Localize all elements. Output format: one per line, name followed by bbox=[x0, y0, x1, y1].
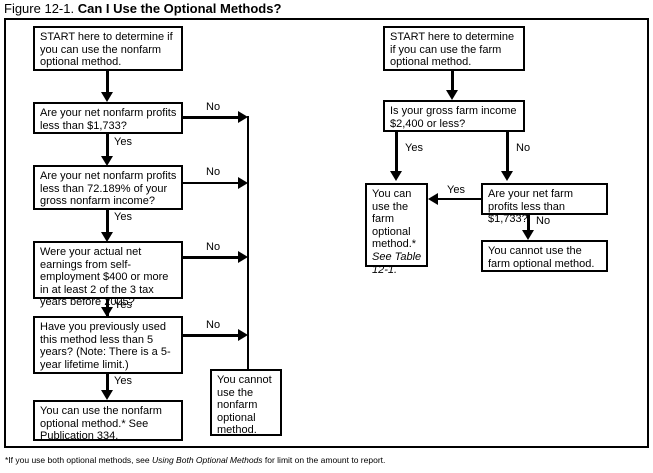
arrowhead-down-farm-no-result bbox=[522, 230, 534, 240]
farm-no-result-box: You cannot use the farm optional method. bbox=[481, 240, 608, 272]
arrowhead-right-nonfarm-q3-no bbox=[238, 251, 248, 263]
connector-nonfarm-q4-no bbox=[183, 334, 241, 337]
nonfarm-start-box: START here to determine if you can use t… bbox=[33, 26, 183, 71]
connector-farm-q2-yes bbox=[437, 198, 483, 200]
branch-label-farm-no-2: No bbox=[536, 215, 551, 227]
branch-label-yes-3: Yes bbox=[114, 299, 132, 311]
connector-nonfarm-q4-yes bbox=[106, 374, 109, 396]
branch-label-no-1: No bbox=[206, 101, 221, 113]
branch-label-yes-1: Yes bbox=[114, 136, 132, 148]
figure-heading: Can I Use the Optional Methods? bbox=[77, 1, 282, 16]
farm-q1-box: Is your gross farm income $2,400 or less… bbox=[383, 100, 525, 132]
branch-label-yes-2: Yes bbox=[114, 211, 132, 223]
nonfarm-q2-box: Are your net nonfarm profits less than 7… bbox=[33, 165, 183, 210]
connector-nonfarm-q3-no bbox=[183, 256, 241, 259]
footnote-italic-ref: Using Both Optional Methods bbox=[151, 455, 263, 465]
nonfarm-q4-box: Have you previously used this method les… bbox=[33, 316, 183, 374]
nonfarm-q1-box: Are your net nonfarm profits less than $… bbox=[33, 102, 183, 134]
branch-label-yes-4: Yes bbox=[114, 375, 132, 387]
arrowhead-down-nonfarm-q4 bbox=[101, 307, 113, 317]
connector-farm-q2-no bbox=[527, 215, 530, 235]
branch-label-farm-yes-1: Yes bbox=[405, 142, 423, 154]
farm-q2-box: Are your net farm profits less than $1,7… bbox=[481, 183, 608, 225]
arrowhead-down-farm-yes-result bbox=[390, 171, 402, 181]
farm-yes-result-text: You can use the farm optional method.* bbox=[372, 188, 417, 251]
footnote-lead: *If you use both optional methods, see bbox=[5, 455, 152, 465]
arrowhead-right-nonfarm-q2-no bbox=[238, 177, 248, 189]
arrowhead-left-farm-q2-yes bbox=[428, 193, 438, 205]
page-title: Figure 12-1. Can I Use the Optional Meth… bbox=[4, 1, 281, 16]
branch-label-no-2: No bbox=[206, 166, 221, 178]
nonfarm-q3-box: Were your actual net earnings from self-… bbox=[33, 241, 183, 308]
arrowhead-right-nonfarm-q1-no bbox=[238, 111, 248, 123]
arrowhead-down-nonfarm-q2 bbox=[101, 156, 113, 166]
connector-nonfarm-q1-yes bbox=[106, 134, 109, 159]
farm-yes-result-table-ref: See Table 12-1. bbox=[372, 250, 422, 276]
farm-yes-result-box: You can use the farm optional method.* S… bbox=[365, 183, 428, 276]
arrowhead-right-nonfarm-q4-no bbox=[238, 329, 248, 341]
arrowhead-down-nonfarm-q1 bbox=[101, 92, 113, 102]
figure-number: Figure 12-1. bbox=[4, 1, 75, 16]
branch-label-farm-yes-2: Yes bbox=[447, 184, 465, 196]
connector-farm-start-to-q1 bbox=[451, 71, 454, 93]
nonfarm-no-result-box: You cannot use the nonfarm optional meth… bbox=[210, 369, 282, 436]
connector-farm-q1-no bbox=[506, 132, 509, 174]
arrowhead-down-farm-q2 bbox=[501, 171, 513, 181]
nonfarm-yes-result-box: You can use the nonfarm optional method.… bbox=[33, 400, 183, 442]
footnote-tail: for limit on the amount to report. bbox=[262, 455, 386, 465]
connector-farm-q1-yes bbox=[395, 132, 398, 174]
connector-nonfarm-q2-no bbox=[183, 182, 241, 184]
branch-label-no-4: No bbox=[206, 319, 221, 331]
arrowhead-down-farm-q1 bbox=[446, 90, 458, 100]
branch-label-no-3: No bbox=[206, 241, 221, 253]
connector-nonfarm-no-collector bbox=[247, 116, 249, 369]
branch-label-farm-no-1: No bbox=[516, 142, 531, 154]
arrowhead-down-nonfarm-result bbox=[101, 390, 113, 400]
farm-start-box: START here to determine if you can use t… bbox=[383, 26, 525, 71]
footnote: *If you use both optional methods, see U… bbox=[5, 455, 385, 465]
connector-nonfarm-start-to-q1 bbox=[106, 71, 109, 95]
connector-nonfarm-q1-no bbox=[183, 116, 241, 119]
arrowhead-down-nonfarm-q3 bbox=[101, 232, 113, 242]
connector-nonfarm-q2-yes bbox=[106, 210, 109, 235]
